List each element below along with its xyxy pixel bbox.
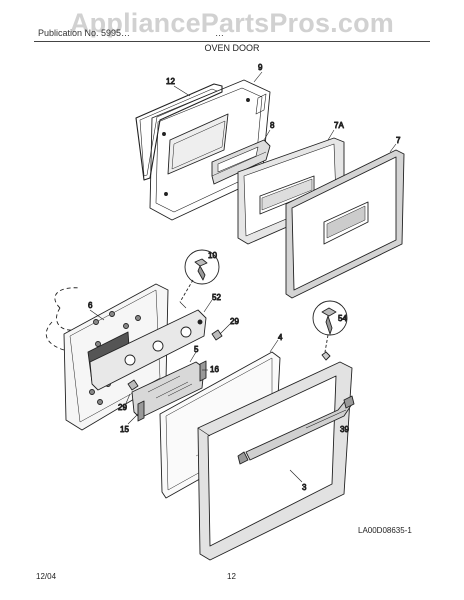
callout-54: 54	[338, 314, 347, 323]
part-29-clip-upper	[211, 329, 223, 341]
footer-date: 12/04	[36, 572, 57, 581]
callout-16: 16	[210, 365, 219, 374]
callout-12: 12	[166, 77, 175, 86]
part-16-retainer	[199, 360, 207, 382]
part-12-gasket	[135, 83, 223, 181]
callout-10: 10	[208, 251, 217, 260]
part-7A-door-frame	[237, 137, 345, 245]
footer-page-number: 12	[227, 572, 236, 581]
callout-15: 15	[120, 425, 129, 434]
callout-5: 5	[194, 345, 199, 354]
callout-9: 9	[258, 63, 263, 72]
part-39-handle	[237, 395, 355, 465]
header-rule	[34, 41, 430, 42]
callout-8: 8	[270, 121, 275, 130]
publication-number: Publication No. 5995…	[38, 28, 131, 38]
model-number: …	[215, 28, 224, 38]
part-15-retainer	[137, 400, 145, 422]
part-54-screw	[312, 300, 348, 361]
callout-4: 4	[278, 333, 283, 342]
callout-29-lower: 29	[118, 403, 127, 412]
callout-7: 7	[396, 136, 401, 145]
leader-lines	[89, 71, 397, 483]
callout-52: 52	[212, 293, 221, 302]
callout-29-upper: 29	[230, 317, 239, 326]
callout-3: 3	[302, 483, 307, 492]
diagram-id: LA00D08635-1	[358, 526, 412, 535]
dashed-gasket-outline	[45, 321, 65, 351]
watermark-logo: AppliancePartsPros.com	[69, 8, 394, 38]
callout-6: 6	[88, 301, 93, 310]
callout-39: 39	[340, 425, 349, 434]
part-3-door-trim	[197, 361, 353, 561]
part-10-screw	[179, 249, 220, 309]
part-5-inner-glass	[131, 361, 205, 419]
part-52-heat-shield	[89, 309, 207, 391]
section-title: OVEN DOOR	[204, 43, 260, 53]
part-29-clip-lower	[127, 379, 139, 391]
part-7-outer-door	[285, 149, 405, 299]
callout-7A: 7A	[334, 121, 344, 130]
